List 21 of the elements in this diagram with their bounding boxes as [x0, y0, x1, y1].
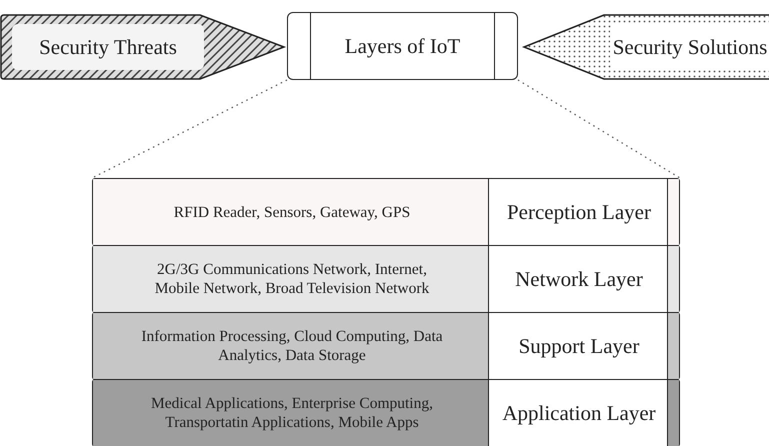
zoom-line — [92, 79, 288, 179]
layer-name: Application Layer — [501, 400, 657, 426]
layer-name: Perception Layer — [506, 198, 652, 226]
component-list: 2G/3G Communications Network, Internet, Mobile Network, Broad Television Network — [133, 246, 451, 312]
pentagon-arrow — [522, 14, 769, 80]
layer-table — [92, 178, 680, 446]
process-box — [287, 12, 518, 80]
arrow-label: Security Threats — [38, 34, 178, 60]
pentagon-arrow — [0, 14, 285, 80]
layer-row — [92, 178, 680, 246]
box-label: Layers of IoT — [344, 32, 462, 60]
zoom-line — [518, 79, 680, 179]
layer-row — [92, 379, 680, 446]
layer-name: Support Layer — [518, 332, 640, 360]
layer-row — [92, 312, 680, 380]
arrow-label: Security Solutions — [612, 34, 768, 60]
layer-row — [92, 245, 680, 313]
layer-name: Network Layer — [514, 266, 644, 292]
component-list: Information Processing, Cloud Computing, Data Analytics, Data Storage — [133, 313, 451, 379]
component-list: RFID Reader, Sensors, Gateway, GPS — [133, 179, 451, 245]
component-list: Medical Applications, Enterprise Computing, Transportatin Applications, Mobile Apps — [133, 380, 451, 446]
